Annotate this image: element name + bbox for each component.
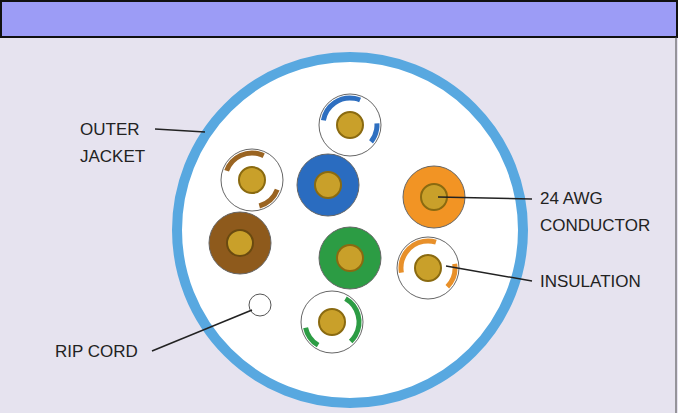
- leader-line: [438, 197, 532, 199]
- rip-cord: [249, 294, 271, 316]
- title-bar: [1, 1, 677, 37]
- brown-wire: [209, 212, 271, 274]
- frame-edge: [676, 37, 677, 413]
- white-green-wire: [295, 285, 369, 359]
- white-brown-wire: [217, 145, 286, 214]
- part-label: 24 AWG CONDUCTOR: [540, 185, 665, 239]
- leader-line: [152, 310, 252, 351]
- blue-wire: [297, 154, 359, 216]
- white-blue-wire: [319, 94, 382, 157]
- leader-line: [446, 266, 532, 281]
- pairs: [209, 94, 465, 359]
- part-label: OUTER JACKET: [80, 116, 160, 170]
- part-label: INSULATION: [540, 268, 665, 295]
- part-label: RIP CORD: [55, 338, 155, 365]
- green-wire: [319, 227, 381, 289]
- white-orange-wire: [397, 237, 460, 300]
- leader-lines: [152, 129, 532, 351]
- leader-line: [155, 129, 205, 132]
- outer-jacket: [177, 57, 523, 403]
